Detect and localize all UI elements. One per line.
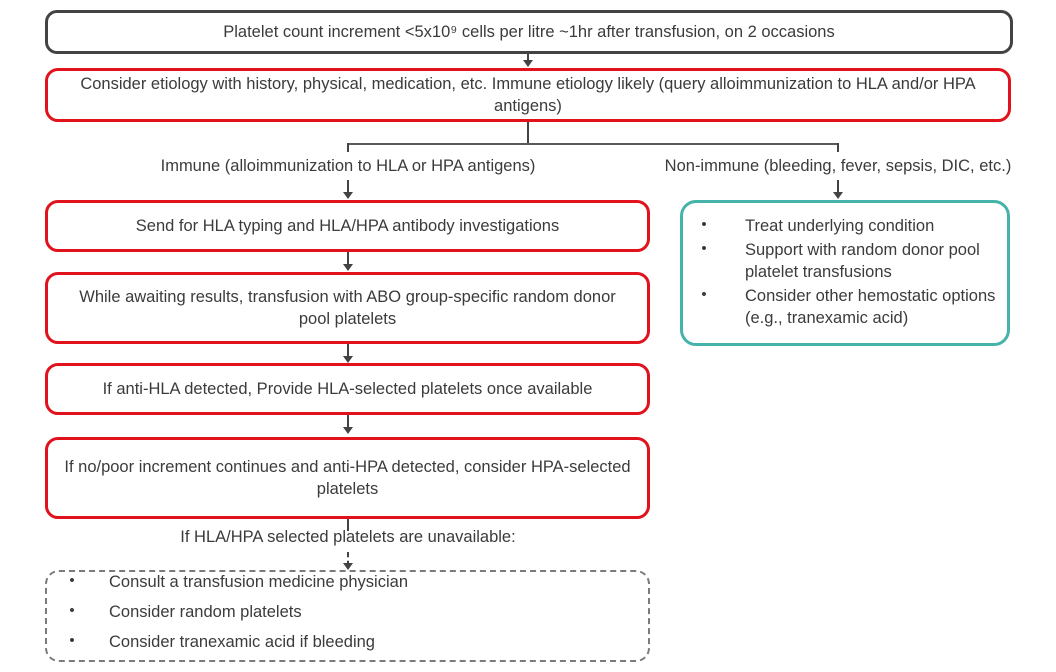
bullet-icon: • bbox=[69, 601, 75, 619]
list-item: • Consider other hemostatic options (e.g… bbox=[699, 285, 997, 329]
etiology-text: Consider etiology with history, physical… bbox=[80, 74, 976, 115]
connector-branch-right-drop bbox=[837, 143, 839, 152]
immune-step-3-node: If anti-HLA detected, Provide HLA-select… bbox=[45, 363, 650, 415]
connector-branch-left-drop bbox=[347, 143, 349, 152]
branch-label-immune: Immune (alloimmunization to HLA or HPA a… bbox=[160, 157, 536, 175]
arrowhead-unavailable-to-fallback bbox=[343, 563, 353, 570]
bullet-icon: • bbox=[701, 286, 707, 304]
connector-immune-arrow-line bbox=[347, 180, 349, 196]
connector-non-immune-arrow-line bbox=[837, 180, 839, 196]
arrowhead-entry-to-etiology bbox=[523, 60, 533, 67]
connector-step2-to-step3 bbox=[347, 344, 349, 358]
list-item: • Treat underlying condition bbox=[699, 215, 997, 237]
list-item: • Consider tranexamic acid if bleeding bbox=[67, 631, 636, 653]
connector-entry-to-etiology bbox=[527, 54, 529, 62]
non-immune-bullet-list: • Treat underlying condition • Support w… bbox=[683, 215, 1007, 332]
immune-step-4-text: If no/poor increment continues and anti-… bbox=[64, 457, 631, 498]
bullet-icon: • bbox=[69, 632, 75, 650]
fallback-bullet-list: • Consult a transfusion medicine physici… bbox=[47, 571, 648, 661]
connector-branch-bar bbox=[348, 143, 839, 145]
bullet-icon: • bbox=[69, 571, 75, 589]
connector-step4-to-unavailable bbox=[347, 519, 349, 531]
fallback-actions-box: • Consult a transfusion medicine physici… bbox=[45, 570, 650, 662]
etiology-node: Consider etiology with history, physical… bbox=[45, 68, 1011, 122]
connector-step3-to-step4 bbox=[347, 415, 349, 429]
immune-step-2-text: While awaiting results, transfusion with… bbox=[79, 287, 616, 328]
list-item-label: Consider other hemostatic options (e.g.,… bbox=[745, 287, 996, 328]
list-item: • Consult a transfusion medicine physici… bbox=[67, 571, 636, 593]
connector-unavailable-to-fallback bbox=[347, 552, 349, 566]
branch-label-non-immune: Non-immune (bleeding, fever, sepsis, DIC… bbox=[664, 157, 1012, 175]
arrowhead-non-immune-branch bbox=[833, 192, 843, 199]
entry-criteria-text: Platelet count increment <5x10⁹ cells pe… bbox=[223, 22, 835, 41]
list-item-label: Consider tranexamic acid if bleeding bbox=[109, 633, 375, 652]
immune-step-2-node: While awaiting results, transfusion with… bbox=[45, 272, 650, 344]
bullet-icon: • bbox=[701, 239, 707, 257]
arrowhead-step2-to-step3 bbox=[343, 356, 353, 363]
non-immune-actions-box: • Treat underlying condition • Support w… bbox=[680, 200, 1010, 346]
entry-criteria-node: Platelet count increment <5x10⁹ cells pe… bbox=[45, 10, 1013, 54]
connector-etiology-stem bbox=[527, 122, 529, 143]
immune-step-1-text: Send for HLA typing and HLA/HPA antibody… bbox=[135, 216, 560, 235]
bullet-icon: • bbox=[701, 215, 707, 233]
immune-step-4-node: If no/poor increment continues and anti-… bbox=[45, 437, 650, 519]
unavailable-label: If HLA/HPA selected platelets are unavai… bbox=[180, 528, 516, 546]
arrowhead-step1-to-step2 bbox=[343, 264, 353, 271]
immune-step-3-text: If anti-HLA detected, Provide HLA-select… bbox=[102, 379, 593, 398]
arrowhead-immune-branch bbox=[343, 192, 353, 199]
list-item: • Consider random platelets bbox=[67, 601, 636, 623]
arrowhead-step3-to-step4 bbox=[343, 427, 353, 434]
connector-step1-to-step2 bbox=[347, 252, 349, 266]
list-item-label: Support with random donor pool platelet … bbox=[745, 240, 980, 281]
list-item: • Support with random donor pool platele… bbox=[699, 239, 997, 283]
immune-step-1-node: Send for HLA typing and HLA/HPA antibody… bbox=[45, 200, 650, 252]
list-item-label: Consult a transfusion medicine physician bbox=[109, 572, 408, 591]
list-item-label: Consider random platelets bbox=[109, 602, 302, 621]
list-item-label: Treat underlying condition bbox=[745, 216, 935, 235]
